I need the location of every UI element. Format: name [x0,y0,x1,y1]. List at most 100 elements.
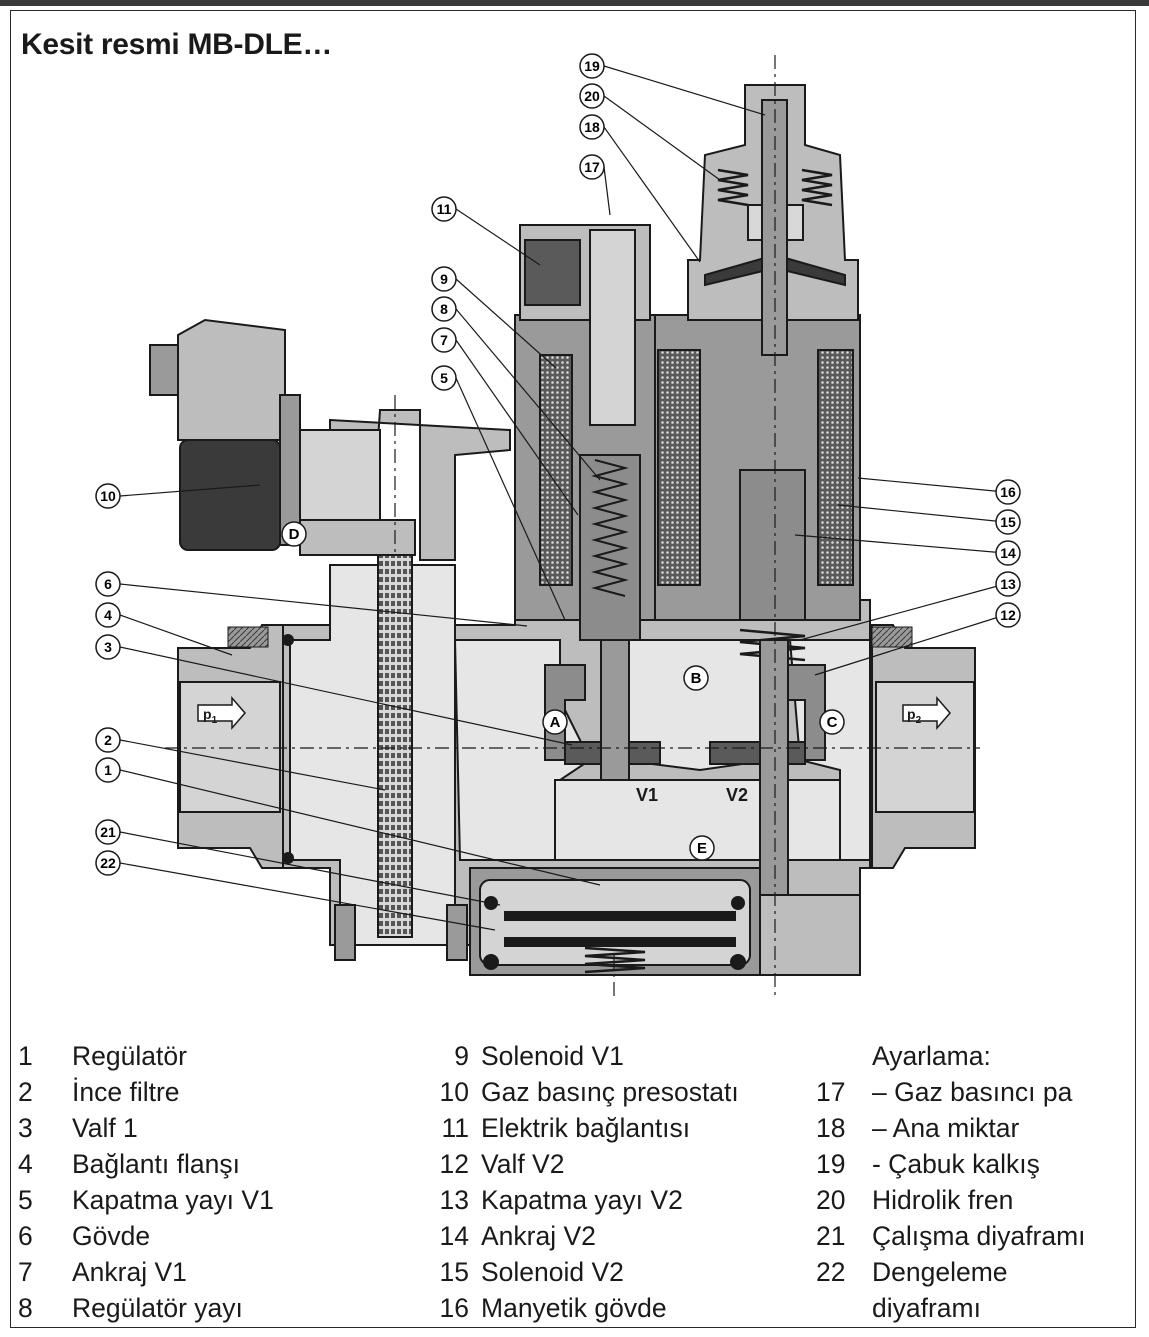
zone-d: D [281,521,307,547]
outlet-pressure-arrow: p2 [902,695,951,731]
svg-text:B: B [691,670,702,687]
zone-e: E [689,835,715,861]
regulator-housing [469,867,861,976]
valve-label-v1: V1 [636,785,658,805]
coil-v1-right [657,349,701,586]
stem-v2 [759,639,789,896]
svg-text:19: 19 [584,58,600,74]
valve-seat-v1 [544,664,586,761]
callout-16: 16 [995,479,1021,505]
callout-5: 5 [431,365,457,391]
callout-6: 6 [95,571,121,597]
svg-text:14: 14 [1000,545,1016,561]
svg-text:21: 21 [100,824,116,840]
fine-filter [377,551,413,938]
stem-v1 [600,639,630,781]
legend-heading: Ayarlama: [872,1041,991,1071]
o-ring [282,634,294,646]
balancing-diaphragm [504,937,736,947]
zone-b: B [683,665,709,691]
svg-text:p2: p2 [907,706,922,726]
svg-text:17: 17 [584,159,600,175]
callout-10: 10 [95,483,121,509]
legend-item: 17– Gaz basıncı pa [816,1077,1073,1107]
page-title: Kesit resmi MB-DLE… [21,28,333,61]
callout-2: 2 [95,727,121,753]
svg-text:D: D [289,526,300,543]
zone-c: C [819,709,845,735]
valve-cross-section: p1 p2 V1 V2 A B C D E [95,53,1021,1000]
svg-text:13: 13 [1000,576,1016,592]
quick-lift-spring [717,168,749,207]
callout-21: 21 [95,819,121,845]
legend-item: 18– Ana miktar [816,1113,1020,1143]
working-diaphragm [504,911,736,921]
svg-text:22: 22 [100,855,116,871]
svg-text:3: 3 [104,639,112,655]
pressure-switch [149,318,416,556]
flange-thread-right [871,626,913,648]
armature-v1 [579,454,641,641]
svg-text:16: 16 [1000,484,1016,500]
mount-bolt [334,904,356,961]
adjust-screw-v1 [589,229,636,426]
adjustment-head [687,84,859,356]
svg-text:15: 15 [1000,514,1016,530]
legend-item-continuation: diyaframı [872,1293,981,1323]
svg-text:C: C [827,714,838,731]
svg-text:18: 18 [584,119,600,135]
coil-v2 [817,349,854,586]
callout-12: 12 [995,602,1021,628]
svg-text:1: 1 [104,762,112,778]
svg-text:p1: p1 [203,706,218,726]
callout-4: 4 [95,602,121,628]
svg-text:4: 4 [104,607,112,623]
svg-text:12: 12 [1000,607,1016,623]
zone-markers: A B C D E [281,521,845,861]
figure-frame [10,10,1136,1328]
callout-3: 3 [95,634,121,660]
callout-7: 7 [431,327,457,353]
callout-22: 22 [95,850,121,876]
coil-v1 [539,354,573,586]
leader-lines [119,65,1006,931]
top-rule [0,0,1149,6]
callout-17: 17 [579,154,605,180]
svg-text:8: 8 [440,301,448,317]
o-ring [282,852,294,864]
callout-13: 13 [995,571,1021,597]
valve-disc-v2 [709,741,806,765]
inlet-chamber [289,564,456,946]
svg-text:9: 9 [440,271,448,287]
callout-15: 15 [995,509,1021,535]
legend-item: 19- Çabuk kalkış [816,1149,1040,1179]
svg-text:7: 7 [440,332,448,348]
regulator-spring [584,946,646,974]
valve-label-v2: V2 [726,785,748,805]
callout-9: 9 [431,266,457,292]
callout-11: 11 [431,196,457,222]
solenoid-v2-assembly [654,314,861,896]
svg-text:20: 20 [584,88,600,104]
svg-text:10: 10 [100,488,116,504]
outlet-port-bore [875,681,975,813]
svg-text:E: E [697,840,707,857]
